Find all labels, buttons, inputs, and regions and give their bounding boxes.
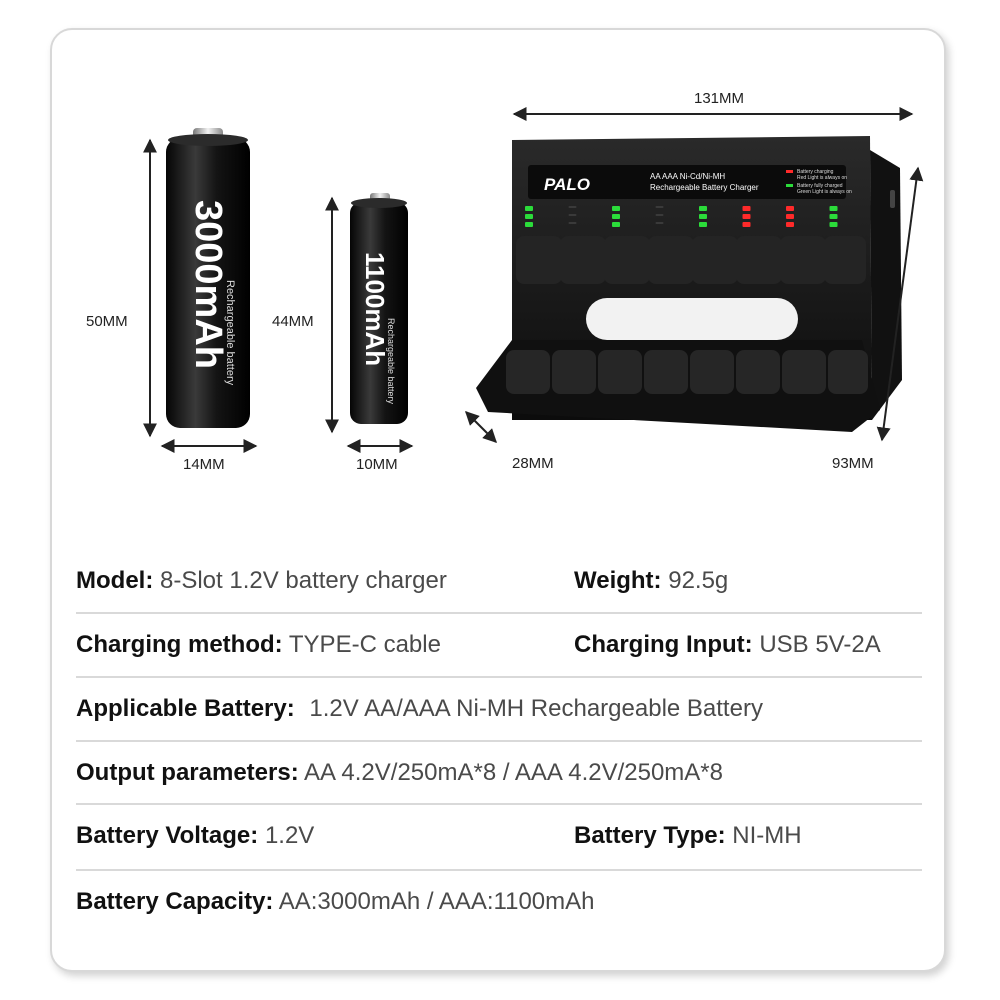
spec-output: Output parameters: AA 4.2V/250mA*8 / AAA… (76, 759, 723, 787)
spec-row-output: Output parameters: AA 4.2V/250mA*8 / AAA… (76, 742, 922, 804)
led-indicator-5 (699, 222, 707, 227)
spec-row-model-weight: Model: 8-Slot 1.2V battery charger Weigh… (76, 550, 922, 612)
spec-method-value: TYPE-C cable (288, 631, 441, 658)
spec-method-label: Charging method: (76, 631, 283, 658)
aa-battery: 3000mAh Rechargeable battery (166, 128, 250, 428)
product-illustration: 3000mAh Rechargeable battery 1100mAh Rec… (143, 107, 924, 453)
led-indicator-2 (568, 214, 577, 216)
brand-logo: PALO (544, 175, 590, 194)
spec-divider (76, 740, 922, 742)
spec-voltage-value: 1.2V (264, 822, 315, 849)
led-indicator-4 (655, 222, 664, 224)
spec-divider (76, 676, 922, 678)
lower-slots (506, 350, 868, 394)
spec-type-label: Battery Type: (574, 822, 726, 849)
led-indicator-3 (612, 206, 620, 211)
spec-model: Model: 8-Slot 1.2V battery charger (76, 567, 447, 595)
legend-red-text-2: Red Light is always on (797, 175, 847, 181)
upper-slots (516, 236, 866, 284)
charger-model-line-2: Rechargeable Battery Charger (650, 183, 759, 192)
led-indicators (525, 206, 838, 227)
led-indicator-5 (699, 206, 707, 211)
led-indicator-6 (742, 206, 751, 211)
led-indicator-3 (612, 222, 620, 227)
led-indicator-1 (525, 222, 533, 227)
spec-type-value: NI-MH (732, 822, 802, 849)
led-indicator-4 (655, 206, 664, 208)
led-indicator-1 (525, 214, 533, 219)
led-indicator-7 (786, 206, 794, 211)
spec-divider (76, 869, 922, 871)
spec-model-label: Model: (76, 567, 154, 594)
aa-width-label: 14MM (183, 456, 225, 473)
spec-method: Charging method: TYPE-C cable (76, 631, 441, 659)
spec-applicable-label: Applicable Battery: (76, 695, 295, 722)
spec-weight-value: 92.5g (668, 567, 729, 594)
legend-green-text-1: Battery fully charged (797, 183, 843, 189)
spec-type: Battery Type: NI-MH (574, 822, 802, 850)
aa-capacity-text: 3000mAh (187, 200, 229, 369)
spec-output-label: Output parameters: (76, 759, 299, 786)
legend-green-swatch (786, 184, 793, 187)
spec-row-voltage-type: Battery Voltage: 1.2V Battery Type: NI-M… (76, 805, 922, 867)
spec-capacity-value: AA:3000mAh / AAA:1100mAh (278, 888, 595, 915)
led-indicator-2 (568, 206, 577, 208)
aa-subtitle-text: Rechargeable battery (224, 280, 236, 386)
aaa-subtitle-text: Rechargeable battery (386, 318, 396, 405)
spec-input: Charging Input: USB 5V-2A (574, 631, 881, 659)
spec-applicable: Applicable Battery: 1.2V AA/AAA Ni-MH Re… (76, 695, 763, 723)
spec-row-method-input: Charging method: TYPE-C cable Charging I… (76, 614, 922, 676)
led-indicator-1 (525, 206, 533, 211)
led-indicator-6 (742, 222, 751, 227)
legend-red-text-1: Battery charging (797, 169, 834, 175)
charger-depth-label: 28MM (512, 455, 554, 472)
spec-input-value: USB 5V-2A (759, 631, 881, 658)
spec-input-label: Charging Input: (574, 631, 753, 658)
spec-divider (76, 612, 922, 614)
aaa-capacity-text: 1100mAh (360, 252, 390, 366)
led-indicator-2 (568, 222, 577, 224)
spec-capacity: Battery Capacity: AA:3000mAh / AAA:1100m… (76, 888, 595, 916)
led-indicator-4 (655, 214, 664, 216)
charger-model-line-1: AA AAA Ni-Cd/Ni-MH (650, 172, 725, 181)
aaa-height-label: 44MM (272, 313, 314, 330)
spec-capacity-label: Battery Capacity: (76, 888, 274, 915)
spec-voltage: Battery Voltage: 1.2V (76, 822, 314, 850)
led-indicator-8 (829, 206, 838, 211)
led-indicator-7 (786, 222, 794, 227)
charger-width-label: 131MM (694, 90, 745, 107)
spec-output-value: AA 4.2V/250mA*8 / AAA 4.2V/250mA*8 (304, 759, 723, 786)
led-indicator-6 (742, 214, 751, 219)
legend-red-swatch (786, 170, 793, 173)
spec-applicable-value: 1.2V AA/AAA Ni-MH Rechargeable Battery (309, 695, 763, 722)
spec-voltage-label: Battery Voltage: (76, 822, 259, 849)
led-indicator-7 (786, 214, 794, 219)
spec-row-applicable: Applicable Battery: 1.2V AA/AAA Ni-MH Re… (76, 678, 922, 740)
spec-model-value: 8-Slot 1.2V battery charger (160, 567, 447, 594)
spec-row-capacity: Battery Capacity: AA:3000mAh / AAA:1100m… (76, 871, 922, 933)
led-indicator-8 (829, 222, 838, 227)
charger-height-line (876, 166, 924, 442)
charger: PALO AA AAA Ni-Cd/Ni-MH Rechargeable Bat… (476, 136, 902, 432)
spec-weight-label: Weight: (574, 567, 662, 594)
charger-height-label: 93MM (832, 455, 874, 472)
led-indicator-3 (612, 214, 620, 219)
aaa-battery: 1100mAh Rechargeable battery (350, 193, 408, 424)
spec-divider (76, 803, 922, 805)
charger-depth-line (465, 411, 497, 443)
aa-height-label: 50MM (86, 313, 128, 330)
led-indicator-8 (829, 214, 838, 219)
aaa-width-label: 10MM (356, 456, 398, 473)
spec-weight: Weight: 92.5g (574, 567, 728, 595)
legend-green-text-2: Green Light is always on (797, 189, 852, 195)
led-indicator-5 (699, 214, 707, 219)
